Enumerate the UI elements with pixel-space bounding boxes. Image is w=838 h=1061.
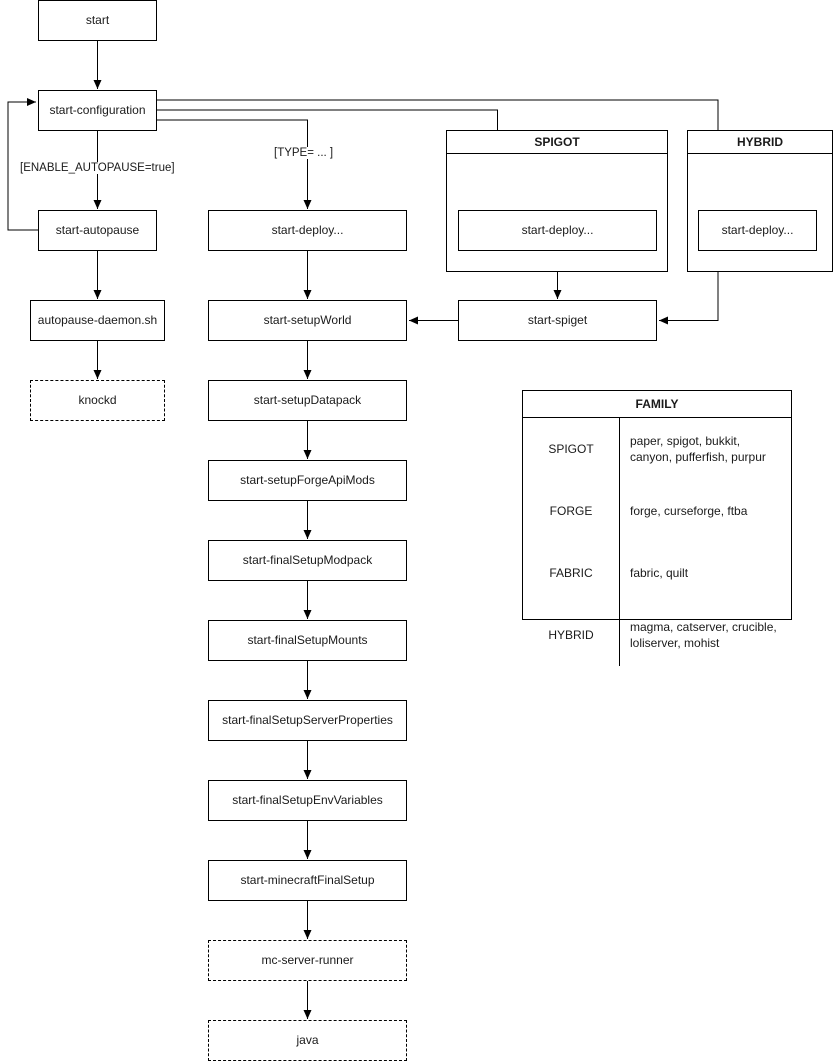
family-legend-value: forge, curseforge, ftba <box>630 503 748 518</box>
group-spigot-title: SPIGOT <box>447 131 667 154</box>
node-knockd[interactable]: knockd <box>30 380 165 421</box>
node-mc-server-runner[interactable]: mc-server-runner <box>208 940 407 981</box>
family-legend-key: FORGE <box>523 480 620 542</box>
node-start[interactable]: start <box>38 0 157 41</box>
family-legend: FAMILY SPIGOT paper, spigot, bukkit, can… <box>522 390 792 666</box>
edge-label-type: [TYPE= ... ] <box>272 147 336 159</box>
node-start-spiget[interactable]: start-spiget <box>458 300 657 341</box>
node-java[interactable]: java <box>208 1020 407 1061</box>
node-start-deploy-spigot[interactable]: start-deploy... <box>458 210 657 251</box>
family-legend-row: FORGE forge, curseforge, ftba <box>523 480 791 542</box>
family-legend-row: SPIGOT paper, spigot, bukkit, canyon, pu… <box>523 417 791 480</box>
family-legend-key: FABRIC <box>523 542 620 604</box>
family-legend-row: HYBRID magma, catserver, crucible, lolis… <box>523 604 791 666</box>
node-start-finalsetupmodpack[interactable]: start-finalSetupModpack <box>208 540 407 581</box>
group-hybrid-title: HYBRID <box>688 131 832 154</box>
node-autopause-daemon-sh[interactable]: autopause-daemon.sh <box>30 300 165 341</box>
node-start-finalsetupenvvariables[interactable]: start-finalSetupEnvVariables <box>208 780 407 821</box>
node-start-setupforgeapimods[interactable]: start-setupForgeApiMods <box>208 460 407 501</box>
node-start-minecraftfinalsetup[interactable]: start-minecraftFinalSetup <box>208 860 407 901</box>
node-start-setupworld[interactable]: start-setupWorld <box>208 300 407 341</box>
edge-label-enable-autopause: [ENABLE_AUTOPAUSE=true] <box>18 162 177 174</box>
family-legend-value: magma, catserver, crucible, loliserver, … <box>630 619 777 650</box>
node-start-finalsetupmounts[interactable]: start-finalSetupMounts <box>208 620 407 661</box>
family-legend-body: SPIGOT paper, spigot, bukkit, canyon, pu… <box>523 417 791 666</box>
family-legend-row: FABRIC fabric, quilt <box>523 542 791 604</box>
family-legend-key: SPIGOT <box>523 417 620 480</box>
node-start-finalsetupserverproperties[interactable]: start-finalSetupServerProperties <box>208 700 407 741</box>
node-start-autopause[interactable]: start-autopause <box>38 210 157 251</box>
family-legend-key: HYBRID <box>523 604 620 666</box>
node-start-deploy-main[interactable]: start-deploy... <box>208 210 407 251</box>
edge-configuration-to-deploy-main <box>157 119 312 209</box>
family-legend-title: FAMILY <box>523 391 791 418</box>
family-legend-value: paper, spigot, bukkit, canyon, pufferfis… <box>630 433 766 464</box>
family-legend-value: fabric, quilt <box>630 565 689 580</box>
node-start-configuration[interactable]: start-configuration <box>38 90 157 131</box>
node-start-deploy-hybrid[interactable]: start-deploy... <box>698 210 817 251</box>
node-start-setupdatapack[interactable]: start-setupDatapack <box>208 380 407 421</box>
